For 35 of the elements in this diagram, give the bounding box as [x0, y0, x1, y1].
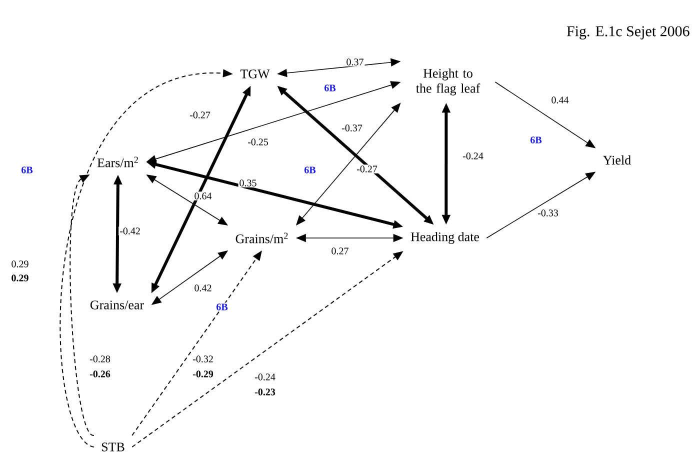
edge-label: 0.27: [330, 246, 350, 256]
edge-label: 0.35: [238, 178, 258, 188]
coefficient-label: -0.23: [254, 388, 276, 396]
edge-label: -0.37: [340, 124, 364, 132]
coefficient-label: 0.29: [10, 274, 30, 282]
edge-label: 0.42: [193, 284, 213, 292]
edge-label: -0.24: [462, 152, 484, 160]
edge-label: -0.27: [188, 110, 212, 120]
marker-label: 6B: [215, 302, 229, 312]
marker-label: 6B: [529, 136, 543, 144]
edge-label: 0.37: [345, 58, 365, 66]
variable-label: Grains/ear: [90, 300, 144, 310]
figure-title: Fig. E.1c Sejet 2006: [566, 26, 690, 40]
coefficient-label: -0.29: [192, 370, 214, 378]
marker-label: 6B: [323, 84, 337, 92]
variable-label: Ears/m$^{2}$: [97, 156, 138, 168]
edge-label: -0.28: [88, 354, 112, 364]
variable-label: STB: [102, 442, 124, 452]
variable-label: Heading date: [410, 232, 480, 244]
marker-label: 6B: [303, 166, 317, 174]
edge-label: -0.42: [118, 226, 142, 236]
variable-label: Yield: [603, 155, 631, 165]
variable-label: TGW: [240, 70, 270, 78]
edge-label: -0.25: [246, 138, 270, 146]
edge-label: 0.29: [10, 260, 30, 268]
edge-label: -0.33: [536, 208, 560, 218]
edge-label: -0.32: [192, 354, 214, 364]
marker-label: 6B: [20, 166, 34, 174]
coefficient-label: -0.26: [88, 370, 112, 378]
edge-label: 0.64: [193, 192, 213, 200]
variable-label: Grains/m$^{2}$: [236, 232, 288, 244]
edge-label: -0.27: [356, 164, 378, 174]
variable-label: Height to the flag leaf: [416, 68, 480, 96]
edge-label: 0.44: [550, 96, 570, 104]
edge-label: -0.24: [254, 372, 276, 382]
